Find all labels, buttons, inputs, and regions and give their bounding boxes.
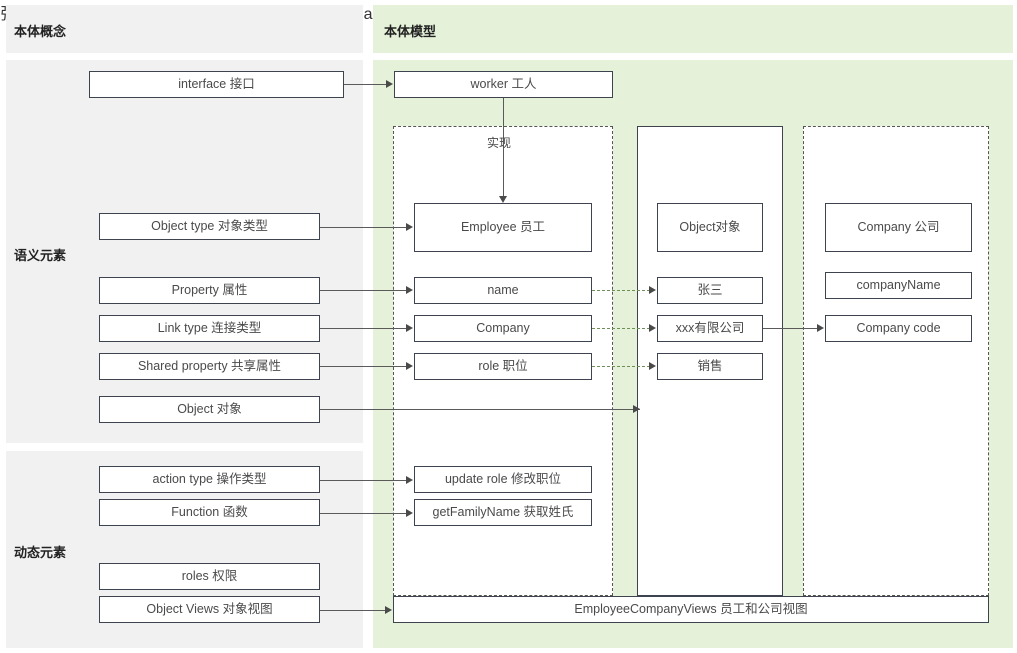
right-panel-title: 本体模型 xyxy=(384,24,437,39)
model-get-family-name[interactable]: getFamilyName 获取姓氏 xyxy=(414,499,592,526)
concept-interface[interactable]: interface 接口 xyxy=(89,71,344,98)
concept-property[interactable]: Property 属性 xyxy=(99,277,320,304)
concept-action-type[interactable]: action type 操作类型 xyxy=(99,466,320,493)
edge-xxxcompany-to-companycode xyxy=(763,328,818,329)
semantic-group-label: 语义元素 xyxy=(14,248,67,263)
panel-left-header-bg xyxy=(6,5,363,53)
edge-worker-to-employee xyxy=(503,98,504,196)
model-company-property[interactable]: Company xyxy=(414,315,592,342)
arrowhead-name-to-zhangsan xyxy=(649,286,656,294)
model-employee[interactable]: Employee 员工 xyxy=(414,203,592,252)
model-xxx-company[interactable]: xxx有限公司 xyxy=(657,315,763,342)
model-update-role[interactable]: update role 修改职位 xyxy=(414,466,592,493)
edge-interface-to-worker xyxy=(344,84,387,85)
arrowhead-company-to-xxxcompany xyxy=(649,324,656,332)
arrowhead-linktype-to-company xyxy=(406,324,413,332)
concept-link-type[interactable]: Link type 连接类型 xyxy=(99,315,320,342)
arrowhead-actiontype-to-updaterole xyxy=(406,476,413,484)
panel-right-header-bg xyxy=(373,5,1013,53)
edge-role-to-sales xyxy=(592,366,650,367)
edge-linktype-to-company xyxy=(320,328,407,329)
model-worker[interactable]: worker 工人 xyxy=(394,71,613,98)
model-zhangsan[interactable]: 张三 xyxy=(657,277,763,304)
model-role[interactable]: role 职位 xyxy=(414,353,592,380)
arrowhead-xxxcompany-to-companycode xyxy=(817,324,824,332)
model-company[interactable]: Company 公司 xyxy=(825,203,972,252)
model-object-instance[interactable]: Object对象 xyxy=(657,203,763,252)
edge-property-to-name xyxy=(320,290,407,291)
arrowhead-objecttype-to-employee xyxy=(406,223,413,231)
concept-object[interactable]: Object 对象 xyxy=(99,396,320,423)
edge-label-realize: 实现 xyxy=(487,136,512,150)
left-panel-title: 本体概念 xyxy=(14,24,67,39)
model-name[interactable]: name xyxy=(414,277,592,304)
arrowhead-property-to-name xyxy=(406,286,413,294)
dynamic-group-label: 动态元素 xyxy=(14,545,67,560)
concept-function[interactable]: Function 函数 xyxy=(99,499,320,526)
edge-company-to-xxxcompany xyxy=(592,328,650,329)
concept-object-type[interactable]: Object type 对象类型 xyxy=(99,213,320,240)
edge-objecttype-to-employee xyxy=(320,227,407,228)
arrowhead-function-to-getfamilyname xyxy=(406,509,413,517)
arrowhead-sharedproperty-to-role xyxy=(406,362,413,370)
arrowhead-interface-to-worker xyxy=(386,80,393,88)
arrowhead-worker-to-employee xyxy=(499,196,507,203)
concept-object-views[interactable]: Object Views 对象视图 xyxy=(99,596,320,623)
arrowhead-role-to-sales xyxy=(649,362,656,370)
edge-objectviews-to-viewsbar xyxy=(320,610,386,611)
edge-name-to-zhangsan xyxy=(592,290,650,291)
model-company-name[interactable]: companyName xyxy=(825,272,972,299)
arrowhead-objectviews-to-viewsbar xyxy=(385,606,392,614)
concept-shared-property[interactable]: Shared property 共享属性 xyxy=(99,353,320,380)
concept-roles[interactable]: roles 权限 xyxy=(99,563,320,590)
lane-company xyxy=(803,126,989,596)
edge-object-to-instance xyxy=(320,409,640,410)
model-company-code[interactable]: Company code xyxy=(825,315,972,342)
model-sales[interactable]: 销售 xyxy=(657,353,763,380)
edge-sharedproperty-to-role xyxy=(320,366,407,367)
edge-actiontype-to-updaterole xyxy=(320,480,407,481)
model-views-bar[interactable]: EmployeeCompanyViews 员工和公司视图 xyxy=(393,596,989,623)
arrowhead-object-to-instance xyxy=(633,405,640,413)
edge-function-to-getfamilyname xyxy=(320,513,407,514)
